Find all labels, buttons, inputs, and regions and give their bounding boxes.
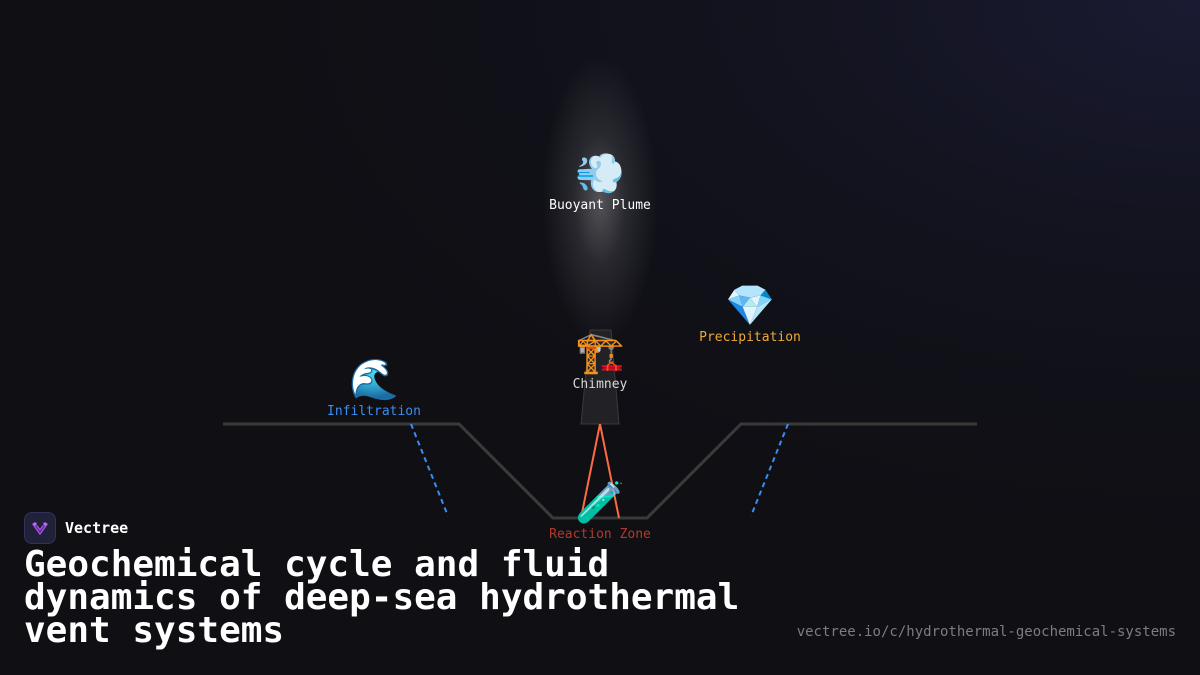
node-chimney: 🏗️ Chimney bbox=[573, 331, 628, 392]
node-precipitation: 💎 Precipitation bbox=[699, 284, 801, 345]
node-label: Chimney bbox=[572, 377, 628, 392]
vectree-logo-icon bbox=[24, 512, 56, 544]
plume-glow bbox=[542, 55, 658, 345]
brand: Vectree bbox=[24, 512, 128, 544]
seafloor-profile bbox=[223, 422, 977, 520]
brand-name: Vectree bbox=[65, 519, 129, 537]
chimney-structure bbox=[580, 329, 620, 425]
node-infiltration: 🌊 Infiltration bbox=[327, 358, 421, 419]
hot-fluid-path-right bbox=[599, 423, 620, 519]
gem-icon: 💎 bbox=[725, 283, 775, 329]
hot-fluid-path-left bbox=[580, 423, 601, 519]
node-label: Precipitation bbox=[699, 330, 801, 345]
node-reaction-zone: 🧪 Reaction Zone bbox=[549, 481, 651, 542]
node-label: Buoyant Plume bbox=[549, 198, 651, 213]
wave-icon: 🌊 bbox=[349, 357, 399, 403]
node-buoyant-plume: 💨 Buoyant Plume bbox=[549, 152, 651, 213]
crane-icon: 🏗️ bbox=[575, 330, 625, 376]
wind-icon: 💨 bbox=[575, 151, 625, 197]
page-title: Geochemical cycle and fluid dynamics of … bbox=[24, 544, 740, 651]
node-label: Infiltration bbox=[327, 404, 421, 419]
node-label: Reaction Zone bbox=[549, 527, 651, 542]
infiltration-flow-left bbox=[410, 423, 449, 517]
source-url: vectree.io/c/hydrothermal-geochemical-sy… bbox=[796, 624, 1176, 640]
test-tube-icon: 🧪 bbox=[575, 480, 625, 526]
infiltration-flow-right bbox=[750, 423, 789, 517]
